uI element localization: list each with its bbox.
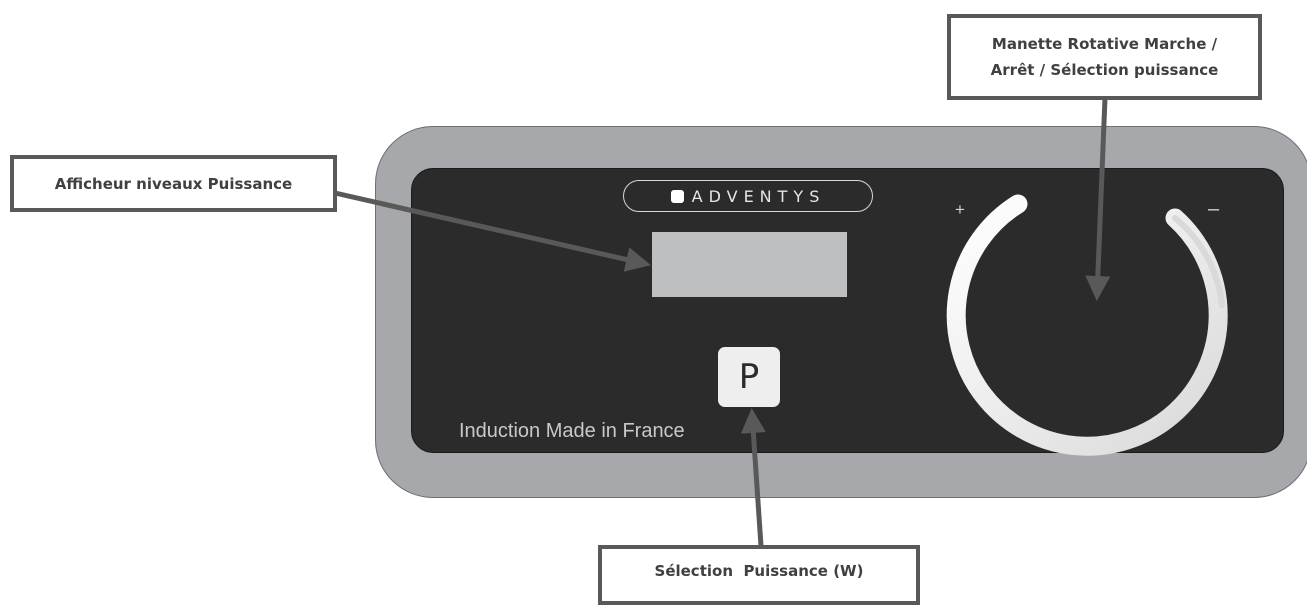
knob-callout-line1: Manette Rotative Marche / <box>991 35 1218 53</box>
logo-mark-icon <box>670 189 684 203</box>
power-callout-text: Sélection Puissance (W) <box>654 562 864 580</box>
rotary-knob[interactable] <box>930 180 1240 470</box>
arrow-to-display <box>334 190 651 272</box>
brand-logo: ADVENTYS <box>623 180 873 212</box>
arrow-to-knob <box>1085 97 1111 301</box>
display-callout-text: Afficheur niveaux Puissance <box>54 174 293 193</box>
knob-plus-label: + <box>955 200 965 219</box>
power-level-display <box>652 232 847 297</box>
knob-arc-tail <box>1172 215 1225 308</box>
arrow-to-button <box>740 408 766 547</box>
display-callout: Afficheur niveaux Puissance <box>10 155 337 212</box>
power-select-button[interactable]: P <box>718 347 780 407</box>
power-callout: Sélection Puissance (W) <box>598 545 920 605</box>
knob-arc-main <box>946 194 1228 456</box>
brand-name: ADVENTYS <box>691 186 826 206</box>
knob-callout: Manette Rotative Marche / Arrêt / Sélect… <box>947 14 1262 100</box>
knob-minus-label: – <box>1208 198 1220 220</box>
made-in-label: Induction Made in France <box>459 420 685 442</box>
control-panel <box>411 168 1284 453</box>
knob-callout-line2: Arrêt / Sélection puissance <box>990 61 1219 79</box>
